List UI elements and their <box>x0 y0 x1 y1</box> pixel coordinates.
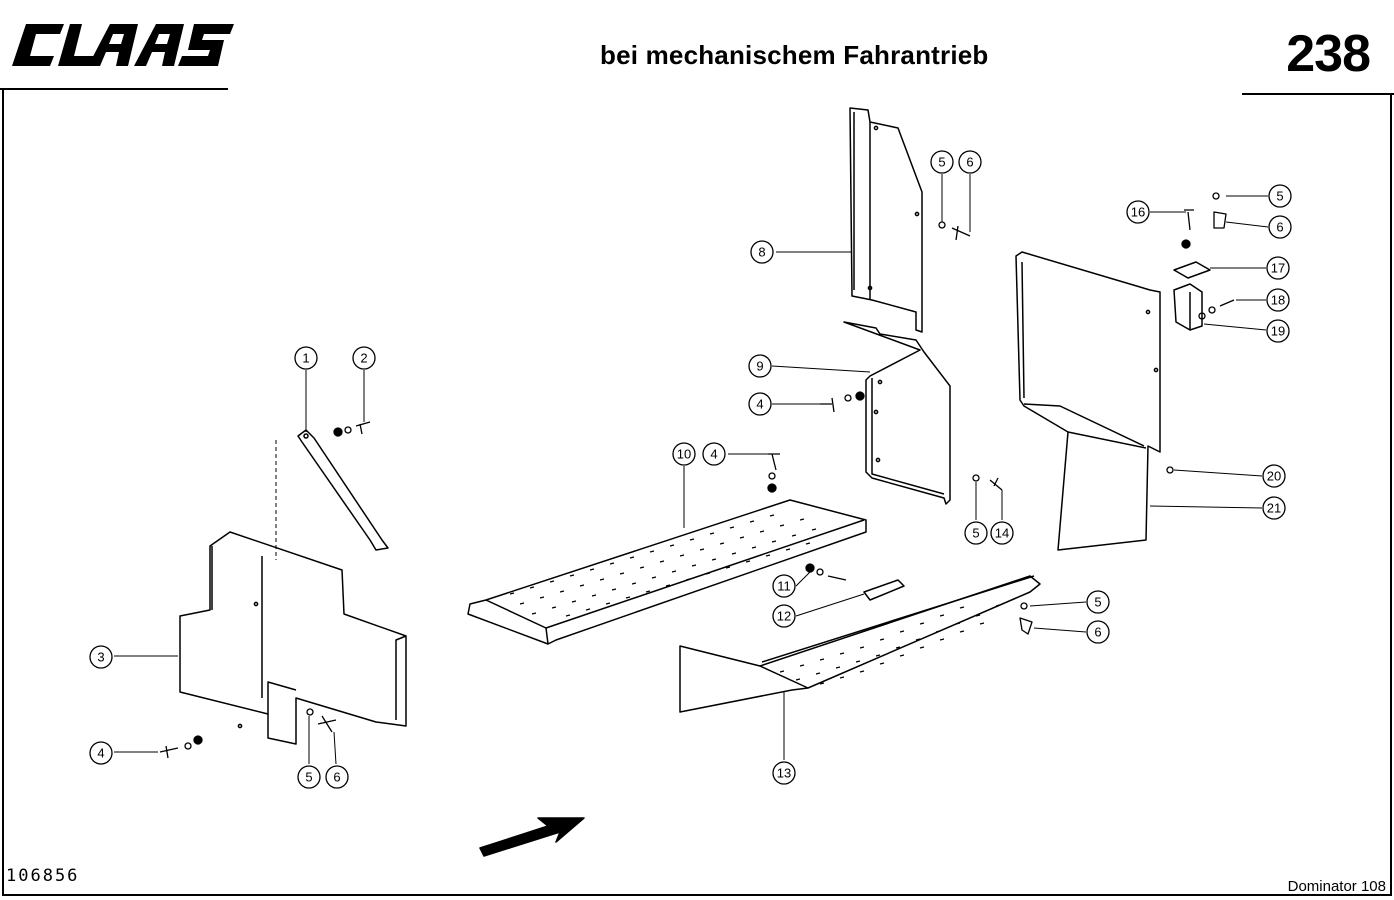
callout-8: 8 <box>758 245 765 260</box>
callout-6c: 6 <box>1094 625 1101 640</box>
frame-bottom-border <box>2 894 1392 896</box>
callout-1: 1 <box>302 351 309 366</box>
part-8-upper-panel <box>849 107 923 333</box>
callout-3: 3 <box>97 650 104 665</box>
part-17-bracket <box>1173 261 1211 279</box>
callout-18: 18 <box>1271 293 1285 308</box>
page-title: bei mechanischem Fahrantrieb <box>600 40 989 70</box>
claas-logo <box>12 24 234 66</box>
part-12-plate <box>863 579 905 601</box>
callout-2: 2 <box>360 351 367 366</box>
callout-17: 17 <box>1271 261 1285 276</box>
callout-5e: 5 <box>1276 189 1283 204</box>
callout-16: 16 <box>1131 205 1145 220</box>
callout-9: 9 <box>756 359 763 374</box>
callout-5a: 5 <box>305 770 312 785</box>
logo-underline <box>0 88 228 90</box>
callout-4b: 4 <box>756 397 763 412</box>
callout-6a: 6 <box>333 770 340 785</box>
callout-12: 12 <box>777 609 791 624</box>
model-name: Dominator 108 <box>1287 878 1386 895</box>
callout-10: 10 <box>677 447 691 462</box>
callout-21: 21 <box>1267 501 1281 516</box>
callout-20: 20 <box>1267 469 1281 484</box>
callout-6b: 6 <box>966 155 973 170</box>
part-19-angle-bracket <box>1173 283 1203 331</box>
part-10-perforated-step <box>467 499 867 645</box>
frame-right-border <box>1390 93 1392 896</box>
part-9-lower-panel <box>843 321 951 505</box>
callout-19: 19 <box>1271 324 1285 339</box>
part-13-lower-step <box>679 575 1041 713</box>
part-1-strut <box>275 429 389 560</box>
drawing-number: 106856 <box>6 866 80 886</box>
callout-11: 11 <box>777 579 791 594</box>
callout-6d: 6 <box>1276 220 1283 235</box>
callout-5d: 5 <box>1094 595 1101 610</box>
direction-arrow <box>479 817 585 857</box>
callout-4c: 4 <box>710 447 717 462</box>
callout-5c: 5 <box>972 526 979 541</box>
fasteners <box>159 192 1235 759</box>
callout-4a: 4 <box>97 746 104 761</box>
part-21-side-shield <box>1015 251 1161 551</box>
frame-left-border <box>2 88 4 896</box>
leader-lines <box>114 174 1269 765</box>
page-number-underline <box>1242 93 1394 95</box>
callout-14: 14 <box>995 526 1009 541</box>
callout-13: 13 <box>777 766 791 781</box>
part-3-left-panel <box>179 531 407 745</box>
page-number: 238 <box>1286 25 1371 83</box>
callout-5b: 5 <box>938 155 945 170</box>
